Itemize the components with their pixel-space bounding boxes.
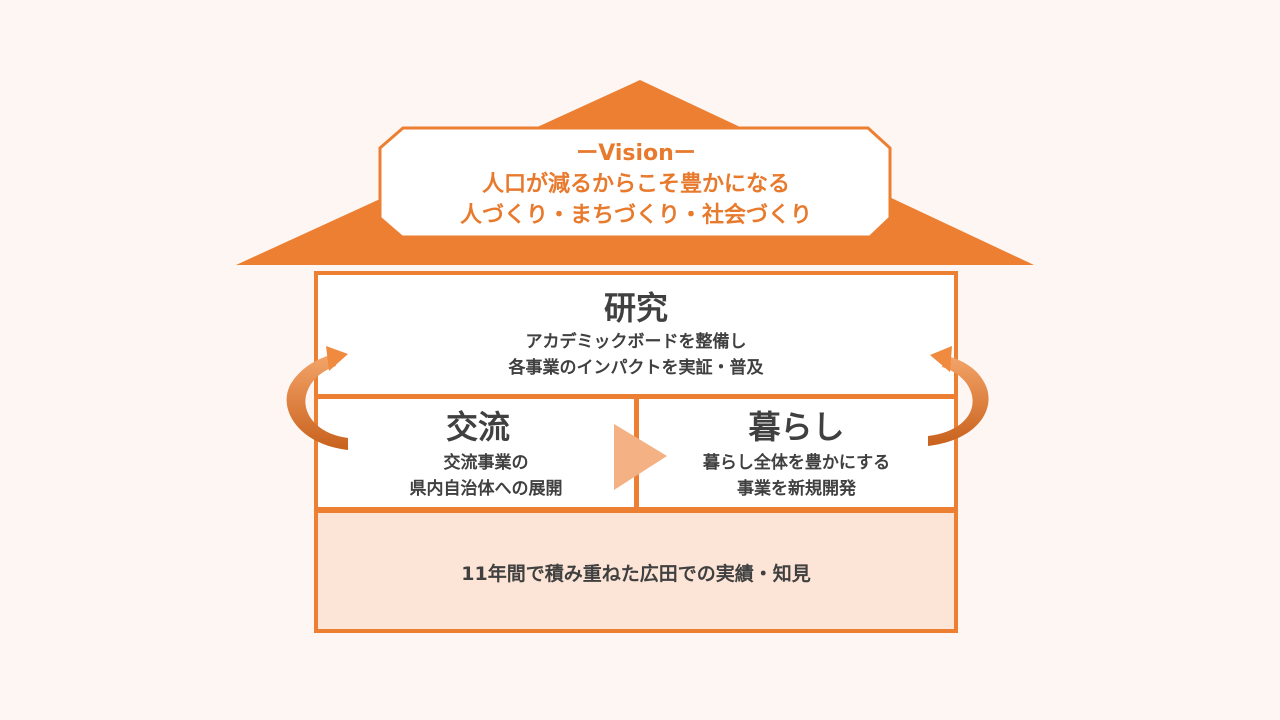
living-title: 暮らし (748, 408, 845, 446)
flow-arrow (614, 424, 667, 490)
vision-box (378, 126, 892, 239)
exchange-title: 交流 (445, 408, 510, 446)
exchange-desc-2: 県内自治体への展開 (409, 479, 563, 499)
left-cycle-arrow (286, 346, 348, 450)
foundation-box (314, 509, 958, 633)
research-desc-2: 各事業のインパクトを実証・普及 (508, 358, 764, 378)
vision-line-2: 人づくり・まちづくり・社会づくり (459, 203, 812, 228)
foundation-text: 11年間で積み重ねた広田での実績・知見 (461, 563, 811, 585)
research-desc-1: アカデミックボードを整備し (525, 332, 747, 352)
living-desc-2: 事業を新規開発 (737, 479, 856, 499)
vision-line-1: 人口が減るからこそ豊かになる (481, 172, 790, 197)
research-box (314, 271, 958, 398)
vision-label: ーVisionー (576, 141, 696, 166)
exchange-box (314, 395, 638, 511)
research-title: 研究 (603, 289, 668, 327)
right-cycle-arrow (928, 346, 989, 446)
exchange-desc-1: 交流事業の (443, 453, 529, 473)
living-desc-1: 暮らし全体を豊かにする (702, 453, 891, 473)
